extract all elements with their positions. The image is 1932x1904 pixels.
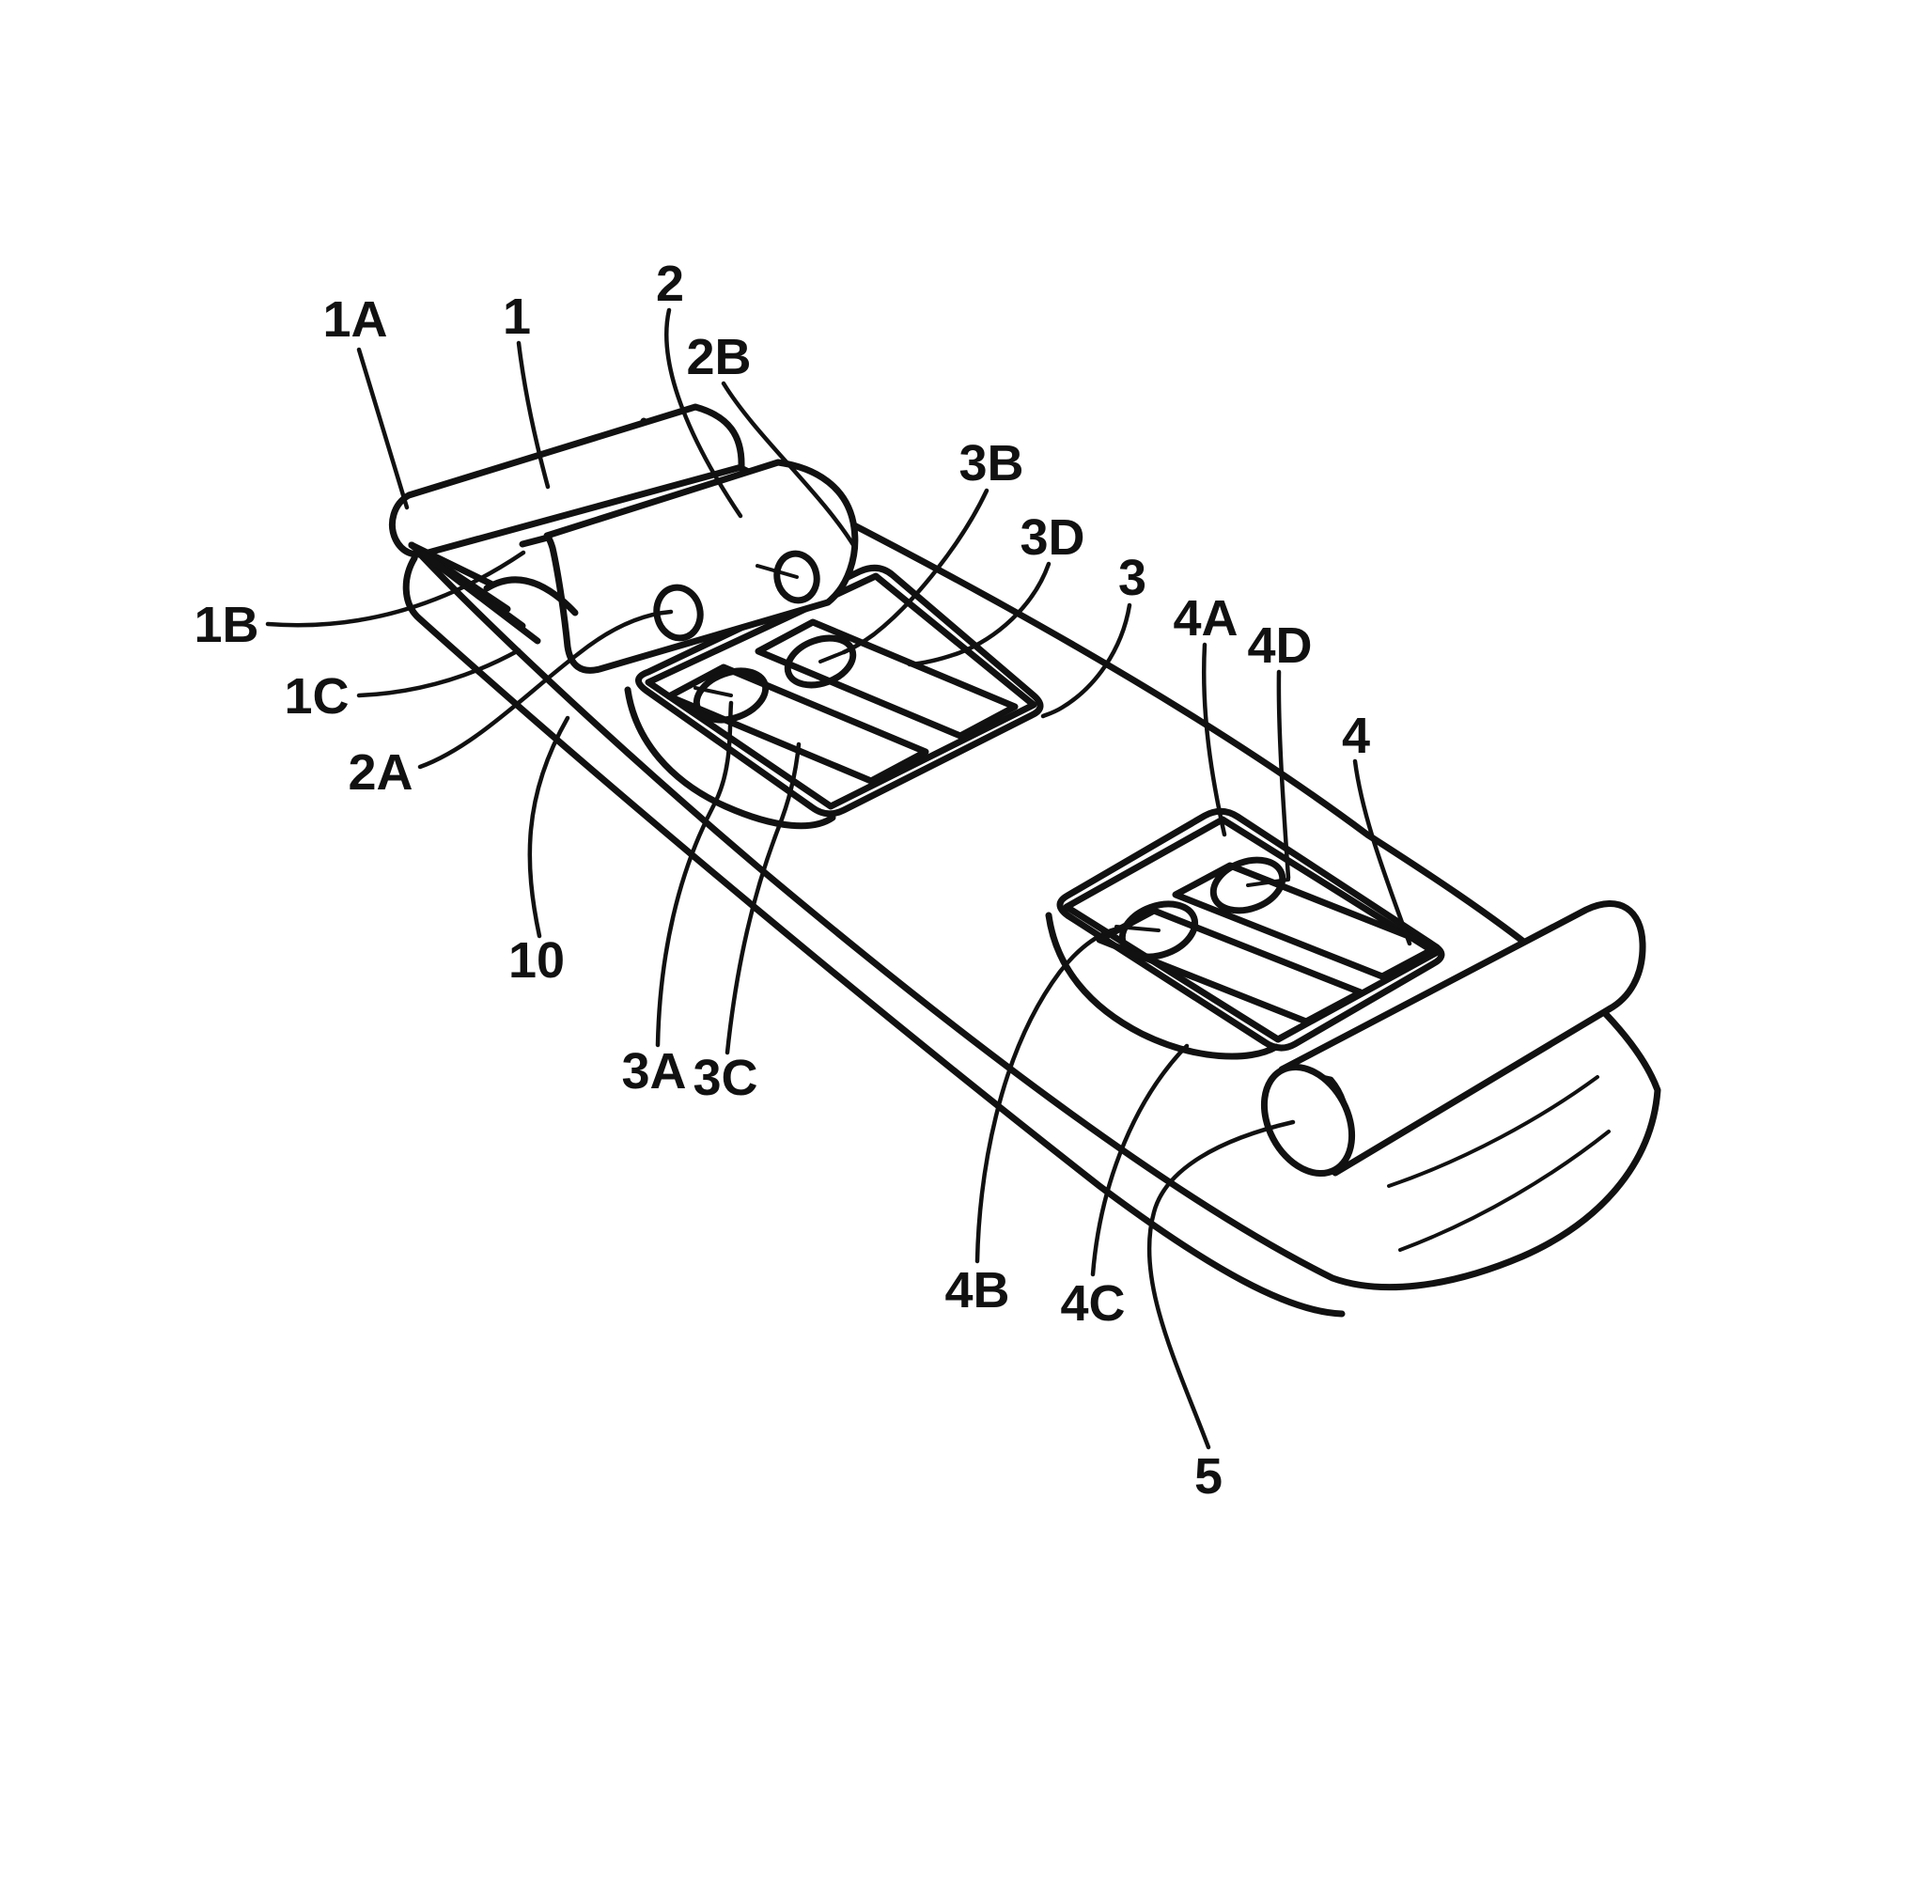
label-1C: 1C: [284, 668, 349, 725]
leader-3C: [724, 741, 802, 1055]
pad4-window-near: [1096, 907, 1364, 1025]
leader-10: [527, 715, 570, 939]
left-block-face: [543, 459, 859, 674]
leader-2: [664, 307, 743, 519]
pad3-electrode-far-pointer: [818, 650, 846, 663]
right-roller: [1260, 900, 1646, 1178]
leader-1: [516, 340, 551, 490]
base-plate-outline: [408, 417, 1661, 1291]
pad4-electrode-far: [1209, 856, 1286, 914]
wedge-fan: [408, 541, 579, 645]
label-1A: 1A: [322, 291, 387, 348]
label-4: 4: [1342, 708, 1370, 764]
leader-3: [1040, 602, 1132, 719]
leader-4: [1352, 758, 1412, 946]
leader-lines: [265, 307, 1412, 1450]
label-1B: 1B: [194, 597, 258, 653]
pad4-electrode-near-pointer: [1114, 925, 1161, 932]
reference-numerals: 1A 1 2 2B 1B 1C 2A 10 3A 3C 3B 3D 3 4A 4…: [194, 256, 1370, 1505]
nose-streak-line-1: [1387, 1075, 1599, 1188]
block-hole-right: [773, 550, 820, 604]
leader-3B: [841, 488, 989, 655]
pad4-front-lip: [1045, 912, 1280, 1060]
leader-1C: [356, 648, 522, 698]
leader-1A: [356, 347, 410, 510]
label-3: 3: [1118, 550, 1146, 606]
block-hole-left: [653, 584, 704, 642]
pad3-window-far: [755, 618, 1019, 740]
label-4D: 4D: [1247, 617, 1312, 674]
label-2A: 2A: [348, 744, 413, 801]
leader-1B: [265, 550, 526, 628]
leader-4C: [1090, 1043, 1190, 1277]
fan-curl: [483, 576, 579, 616]
label-5: 5: [1194, 1448, 1223, 1505]
label-2B: 2B: [686, 329, 751, 385]
label-4B: 4B: [944, 1262, 1009, 1319]
leader-2A: [417, 609, 674, 770]
leader-4D: [1276, 669, 1291, 881]
leader-3A: [655, 700, 734, 1048]
pad4-inner-rim: [1063, 816, 1440, 1043]
label-2: 2: [656, 256, 684, 312]
pad3-front-lip: [624, 686, 836, 830]
label-3D: 3D: [1020, 509, 1084, 566]
pad4-electrode-near: [1118, 900, 1199, 960]
right-pad: [1045, 807, 1445, 1060]
leader-3D: [907, 561, 1052, 667]
label-10: 10: [508, 932, 565, 989]
left-roller-body: [389, 403, 745, 558]
label-3A: 3A: [621, 1043, 686, 1100]
leader-4B: [974, 926, 1121, 1264]
pad3-window-near: [665, 663, 929, 785]
pad4-electrode-far-pointer: [1246, 878, 1290, 887]
base-plate-thickness-edge: [402, 554, 1346, 1318]
block-hole-right-pointer: [756, 564, 799, 579]
left-block: [543, 459, 859, 674]
label-4A: 4A: [1173, 590, 1238, 647]
label-4C: 4C: [1060, 1275, 1125, 1332]
pad4-window-far: [1172, 862, 1441, 980]
label-3B: 3B: [958, 435, 1023, 492]
pad3-electrode-near-pointer: [693, 686, 733, 697]
label-1: 1: [503, 289, 531, 345]
pad3-electrode-near: [693, 667, 770, 724]
fan-line-4: [408, 541, 541, 645]
right-roller-end-cap: [1260, 1063, 1356, 1178]
leader-2B: [721, 381, 858, 551]
leader-4A: [1201, 642, 1227, 837]
leader-5: [1146, 1119, 1296, 1450]
nose-streak-line-2: [1398, 1130, 1611, 1252]
label-3C: 3C: [693, 1050, 757, 1106]
